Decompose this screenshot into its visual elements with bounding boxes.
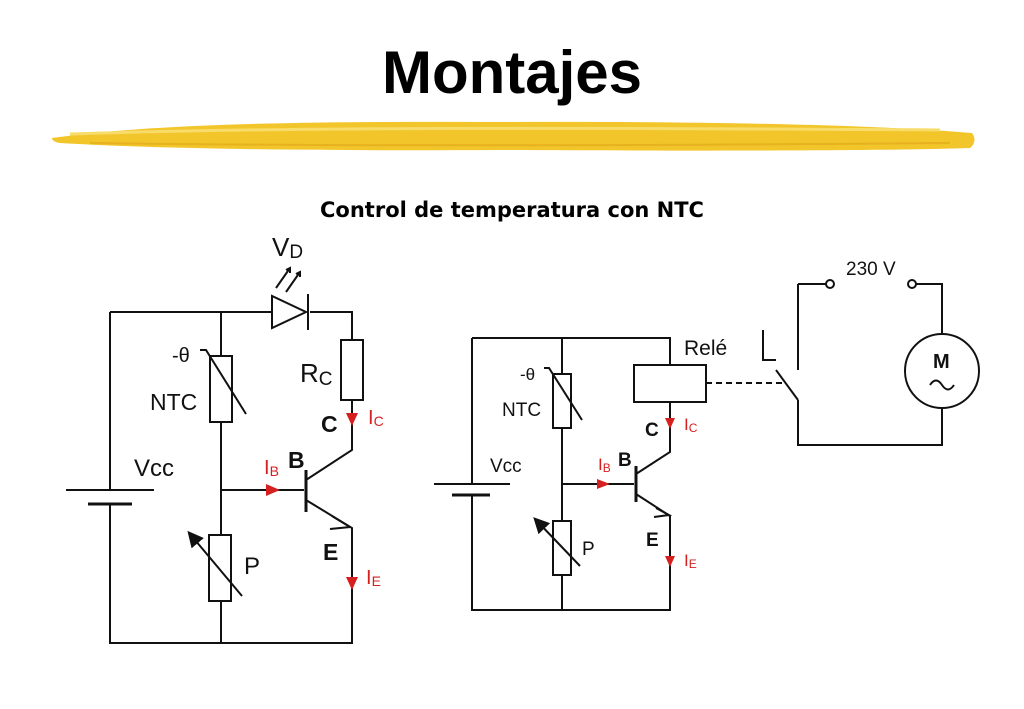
c2-ib-label: IB — [598, 455, 611, 475]
c2-ntc-label: NTC — [502, 400, 541, 421]
c1-rc-resistor — [340, 339, 364, 401]
diagram-subtitle: Control de temperatura con NTC — [320, 198, 704, 222]
c1-emitter-leg — [305, 499, 353, 590]
c1-led-ray-2 — [285, 271, 301, 293]
c2-switch-blade — [775, 369, 799, 401]
c2-relay-coil — [633, 364, 707, 403]
c2-c-label: C — [645, 420, 659, 441]
c1-vcc-label: Vcc — [134, 455, 174, 482]
c1-led-triangle — [271, 294, 309, 330]
c1-ie-arrow — [346, 577, 358, 590]
c2-motor-label: M — [933, 351, 950, 373]
c1-c-label: C — [321, 411, 338, 437]
c2-ic-label: IC — [684, 415, 698, 435]
c1-wire-left-bottom — [109, 505, 353, 644]
c2-motor — [904, 333, 980, 409]
c2-terminal-left — [825, 279, 835, 289]
c1-ntc-label: NTC — [150, 389, 197, 415]
c1-p-label: P — [244, 553, 260, 580]
c1-emitter-arrow — [329, 515, 354, 530]
c1-ntc-slash — [200, 349, 247, 415]
c1-vd-label: VD — [272, 232, 303, 263]
c1-ntc-temp-label: -θ — [172, 345, 190, 367]
c2-ntc-temp-label: -θ — [520, 365, 535, 384]
c2-wire-top — [472, 337, 671, 365]
c1-pot-arrow — [187, 530, 243, 597]
c2-terminal-right — [907, 279, 917, 289]
c1-ib-label: IB — [264, 457, 279, 479]
c2-motor-tilde — [929, 379, 955, 391]
c2-emitter-leg — [635, 493, 671, 570]
c1-ic-label: IC — [368, 407, 384, 429]
c2-ib-arrow — [597, 479, 610, 489]
circuit-1 — [66, 266, 364, 644]
c2-b-label: B — [618, 450, 632, 471]
c1-b-label: B — [288, 447, 305, 473]
c2-ie-arrow — [665, 556, 675, 567]
c2-wire-left-bottom — [471, 496, 671, 611]
c2-emitter-arrow — [653, 507, 673, 518]
c1-potentiometer — [208, 534, 232, 602]
c1-led-ray-1 — [275, 267, 291, 289]
c2-vcc-label: Vcc — [490, 456, 522, 477]
c2-pot-arrow — [533, 517, 581, 567]
c2-ic-arrow — [665, 418, 675, 429]
c1-rc-label: RC — [300, 358, 333, 390]
c1-ic-arrow — [346, 413, 358, 426]
c2-ntc-slash — [544, 367, 583, 421]
c1-ib-arrow — [266, 484, 280, 496]
c1-wire-top-right — [310, 311, 353, 340]
c1-e-label: E — [323, 539, 338, 565]
c2-ntc-resistor — [552, 373, 572, 429]
c2-e-label: E — [646, 530, 659, 551]
c2-ie-label: IE — [684, 551, 697, 571]
circuit-2 — [434, 279, 980, 611]
c2-wire-to-motor — [916, 283, 943, 334]
c2-p-label: P — [582, 539, 595, 560]
c1-ntc-resistor — [209, 355, 233, 423]
c2-rele-label: Relé — [684, 337, 727, 360]
c1-ie-label: IE — [366, 567, 381, 589]
c2-switch-wire-bottom — [797, 400, 943, 446]
page-title: Montajes — [381, 39, 643, 106]
c2-voltage-label: 230 V — [846, 259, 896, 280]
c2-switch-bracket — [762, 330, 776, 361]
